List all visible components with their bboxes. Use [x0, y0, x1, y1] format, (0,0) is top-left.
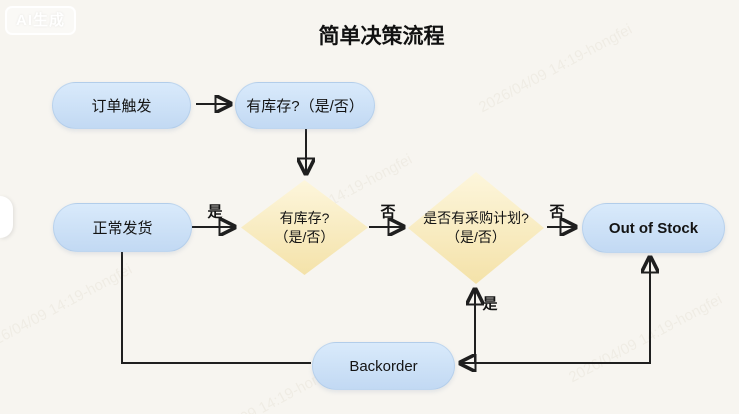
- node-normal-ship-label: 正常发货: [92, 220, 153, 237]
- node-backorder: Backorder: [312, 342, 455, 390]
- node-stock-check: 有库存?（是/否）: [235, 82, 375, 129]
- node-order-trigger: 订单触发: [52, 82, 191, 129]
- node-stock-check-label: 有库存?（是/否）: [246, 98, 364, 115]
- edge-label-no-right: 否: [549, 203, 565, 221]
- timestamp-watermark: 2026/04/09 14:19-hongfei: [0, 260, 135, 357]
- ai-generated-badge: AI生成: [5, 6, 77, 35]
- node-stock-decision-diamond: 有库存? （是/否）: [241, 180, 368, 275]
- node-purchase-plan-diamond: 是否有采购计划? （是/否）: [408, 172, 544, 284]
- node-order-trigger-label: 订单触发: [91, 98, 152, 115]
- edge-label-no-mid: 否: [380, 203, 396, 221]
- edge-ship-to-backorder: [121, 252, 311, 364]
- side-drawer-handle[interactable]: [0, 196, 13, 238]
- node-normal-ship: 正常发货: [53, 203, 192, 252]
- edge-label-yes-left: 是: [207, 203, 223, 221]
- timestamp-watermark: 2026/04/09 14:19-hongfei: [566, 290, 725, 387]
- node-out-of-stock: Out of Stock: [582, 203, 725, 253]
- node-backorder-label: Backorder: [349, 357, 418, 375]
- node-out-of-stock-label: Out of Stock: [608, 219, 699, 237]
- purchase-plan-line1: 是否有采购计划?: [423, 210, 529, 227]
- page-title: 简单决策流程: [318, 25, 445, 48]
- stock-decision-line1: 有库存?: [279, 209, 330, 226]
- edge-label-yes-bottom: 是: [482, 295, 498, 313]
- purchase-plan-line2: （是/否）: [446, 229, 506, 245]
- stock-decision-line2: （是/否）: [274, 228, 335, 245]
